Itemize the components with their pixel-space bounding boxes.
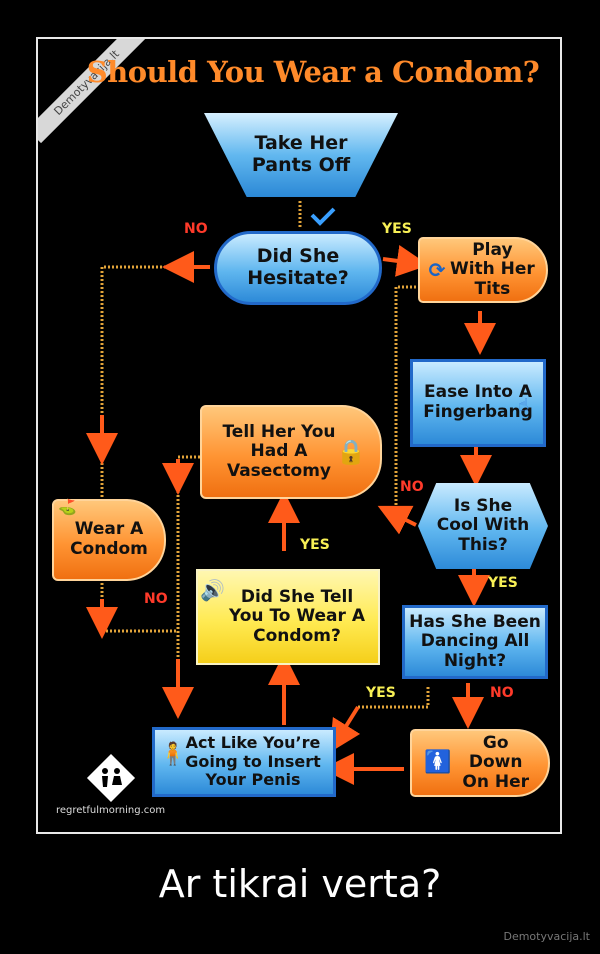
- speaker-icon: 🔊: [200, 578, 225, 602]
- node-wear-a-condom-label: Wear A Condom: [70, 519, 148, 559]
- connector-yes-dance: [358, 687, 430, 709]
- node-fingerbang-label: Ease Into A Fingerbang: [423, 382, 533, 422]
- woman-icon: 🚺: [424, 750, 452, 776]
- node-take-pants-off-label: Take Her Pants Off: [251, 132, 351, 176]
- node-is-she-cool-label: Is She Cool With This?: [436, 495, 530, 555]
- label-yes-cool: YES: [488, 575, 518, 591]
- poster-frame: Demotyvacija.lt Should You Wear a Condom…: [36, 37, 562, 834]
- node-act-like: 🧍 Act Like You’re Going to Insert Your P…: [152, 727, 336, 797]
- node-wear-a-condom: ⛳ Wear A Condom: [52, 498, 166, 581]
- node-did-she-hesitate: Did She Hesitate?: [214, 231, 382, 305]
- arrow-cool-no: [377, 505, 417, 535]
- label-no-dancing: NO: [490, 685, 514, 701]
- site-credit: regretfulmorning.com: [56, 805, 166, 816]
- node-did-she-tell: 🔊 Did She Tell You To Wear A Condom?: [196, 569, 380, 665]
- checkmark-icon: [310, 207, 336, 226]
- poster-title: Should You Wear a Condom?: [86, 55, 540, 89]
- node-fingerbang: Ease Into A Fingerbang ☝: [410, 359, 546, 447]
- node-did-she-tell-label: Did She Tell You To Wear A Condom?: [229, 586, 365, 646]
- person-icon: 🧍: [159, 742, 187, 767]
- label-yes-dancing: YES: [366, 685, 396, 701]
- node-did-she-hesitate-label: Did She Hesitate?: [247, 245, 349, 289]
- label-yes-hesitate: YES: [382, 221, 412, 237]
- node-act-like-label: Act Like You’re Going to Insert Your Pen…: [185, 733, 321, 790]
- node-go-down: 🚺 Go Down On Her: [410, 729, 550, 797]
- label-no-hesitate: NO: [184, 221, 208, 237]
- connector-vas-left: [176, 455, 208, 689]
- flow-connectors: [86, 201, 496, 785]
- node-vasectomy: Tell Her You Had A Vasectomy 🔒: [200, 405, 382, 499]
- golf-flag-icon: ⛳: [58, 498, 77, 516]
- label-yes-vasectomy: YES: [300, 537, 330, 553]
- refresh-icon: ⟳: [428, 257, 446, 282]
- arrow-dance-act: [329, 705, 361, 753]
- node-dancing-label: Has She Been Dancing All Night?: [409, 611, 541, 671]
- arrow-hesitate-yes: [382, 245, 429, 277]
- label-no-tell: NO: [144, 591, 168, 607]
- caption: Ar tikrai verta?: [158, 862, 442, 906]
- node-go-down-label: Go Down On Her: [462, 732, 530, 792]
- brand-watermark: Demotyvacija.lt: [503, 930, 590, 943]
- node-vasectomy-label: Tell Her You Had A Vasectomy: [222, 421, 336, 481]
- node-is-she-cool: Is She Cool With This?: [418, 483, 548, 569]
- label-no-cool: NO: [400, 479, 424, 495]
- node-play-with-her-tits-label: Play With Her Tits: [449, 239, 535, 299]
- hand-pointer-icon: ☝: [518, 395, 529, 416]
- node-play-with-her-tits: ⟳ Play With Her Tits: [418, 237, 548, 303]
- node-dancing: Has She Been Dancing All Night?: [402, 605, 548, 679]
- couple-sign-icon: [84, 751, 138, 805]
- lock-icon: 🔒: [336, 438, 366, 466]
- connector-no-left: [100, 265, 210, 499]
